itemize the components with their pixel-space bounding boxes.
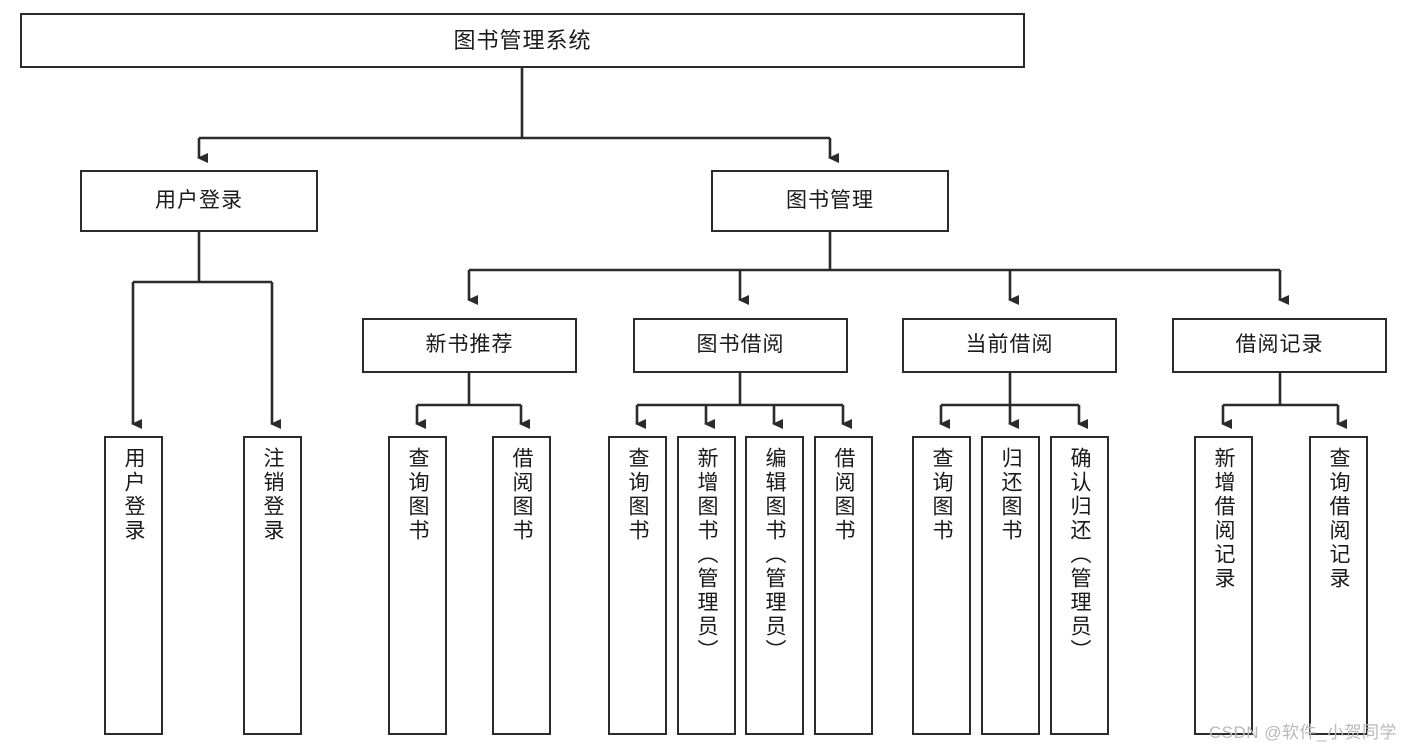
node-label: 借阅图书: [832, 447, 855, 543]
leaf-borrow-book-new-book[interactable]: 借阅图书: [492, 436, 551, 735]
node-label: 图书管理系统: [453, 27, 592, 53]
leaf-user-logout[interactable]: 注销登录: [243, 436, 302, 735]
node-borrow-record[interactable]: 借阅记录: [1172, 318, 1387, 373]
node-label: 新书推荐: [425, 333, 514, 357]
leaf-user-login[interactable]: 用户登录: [104, 436, 163, 735]
node-label: 编辑图书（管理员）: [763, 447, 786, 663]
leaf-add-borrow-record[interactable]: 新增借阅记录: [1194, 436, 1253, 735]
node-book-borrow[interactable]: 图书借阅: [633, 318, 848, 373]
leaf-edit-book-admin[interactable]: 编辑图书（管理员）: [745, 436, 804, 735]
leaf-query-book-current[interactable]: 查询图书: [912, 436, 971, 735]
node-label: 图书管理: [786, 188, 874, 212]
node-root-book-management-system[interactable]: 图书管理系统: [20, 13, 1025, 68]
node-label: 新增图书（管理员）: [695, 447, 718, 663]
leaf-add-book-admin[interactable]: 新增图书（管理员）: [677, 436, 736, 735]
watermark-text: CSDN @软件_小贺同学: [1208, 723, 1397, 742]
leaf-confirm-return-admin[interactable]: 确认归还（管理员）: [1050, 436, 1109, 735]
node-label: 新增借阅记录: [1212, 447, 1235, 591]
node-label: 注销登录: [261, 447, 284, 543]
node-label: 查询图书: [406, 447, 429, 543]
node-user-login[interactable]: 用户登录: [80, 170, 318, 232]
node-label: 借阅图书: [510, 447, 533, 543]
node-label: 用户登录: [122, 447, 145, 543]
leaf-query-borrow-record[interactable]: 查询借阅记录: [1309, 436, 1368, 735]
node-label: 查询图书: [626, 447, 649, 543]
node-current-borrow[interactable]: 当前借阅: [902, 318, 1117, 373]
node-label: 当前借阅: [965, 333, 1054, 357]
node-label: 借阅记录: [1235, 333, 1324, 357]
node-label: 查询借阅记录: [1327, 447, 1350, 591]
node-label: 用户登录: [155, 188, 243, 212]
node-label: 归还图书: [999, 447, 1022, 543]
leaf-borrow-book-borrow[interactable]: 借阅图书: [814, 436, 873, 735]
leaf-query-book-new-book[interactable]: 查询图书: [388, 436, 447, 735]
node-label: 确认归还（管理员）: [1068, 447, 1091, 663]
node-label: 查询图书: [930, 447, 953, 543]
leaf-query-book-borrow[interactable]: 查询图书: [608, 436, 667, 735]
node-book-management[interactable]: 图书管理: [711, 170, 949, 232]
leaf-return-book[interactable]: 归还图书: [981, 436, 1040, 735]
node-label: 图书借阅: [696, 333, 785, 357]
node-new-book-recommendation[interactable]: 新书推荐: [362, 318, 577, 373]
